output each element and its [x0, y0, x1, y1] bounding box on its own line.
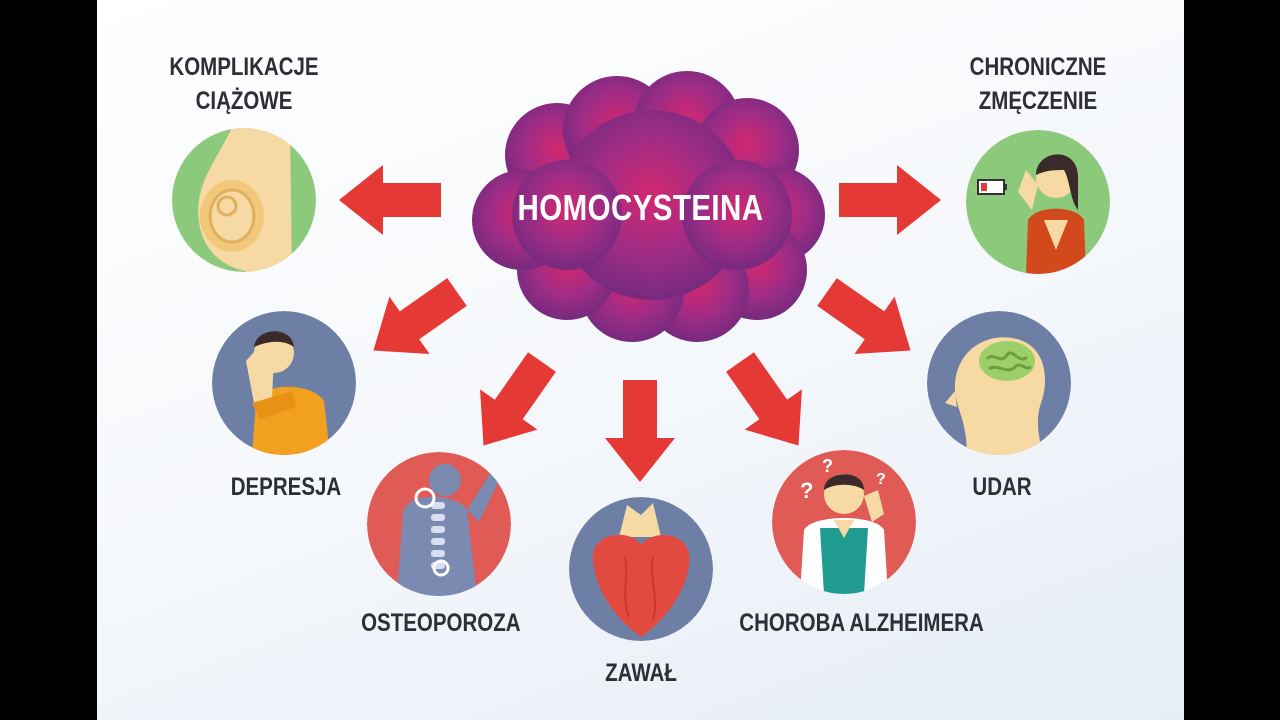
pregnant-belly-icon	[172, 128, 316, 272]
spine-pain-icon	[367, 452, 511, 596]
osteoporosis-label: OSTEOPOROZA	[361, 606, 517, 640]
fatigue-label-line1: CHRONICZNE	[962, 50, 1115, 84]
heart-attack-label: ZAWAŁ	[597, 656, 686, 690]
tired-woman-low-battery-icon	[966, 130, 1110, 274]
center-label: HOMOCYSTEINA	[195, 187, 1086, 229]
pregnancy-label-line2: CIĄŻOWE	[165, 84, 322, 118]
heart-icon	[569, 497, 713, 641]
arrow-to-depression	[353, 263, 477, 379]
stroke-label: UDAR	[961, 470, 1043, 504]
svg-text:?: ?	[800, 478, 813, 503]
chronic-fatigue-label: CHRONICZNE ZMĘCZENIE	[962, 50, 1115, 118]
pregnancy-label-line1: KOMPLIKACJE	[165, 50, 322, 84]
alzheimers-label: CHOROBA ALZHEIMERA	[739, 606, 960, 640]
sad-man-icon	[212, 311, 356, 455]
diagram-canvas: HOMOCYSTEINA KOMPLIKACJE CIĄŻOWE CHRONIC…	[97, 0, 1184, 720]
right-letterbox	[1184, 0, 1280, 720]
depression-label: DEPRESJA	[231, 470, 338, 504]
svg-text:?: ?	[876, 471, 886, 488]
pregnancy-complications-label: KOMPLIKACJE CIĄŻOWE	[165, 50, 322, 118]
left-letterbox	[0, 0, 97, 720]
arrow-to-stroke	[807, 263, 931, 379]
arrow-to-alzheimers	[711, 342, 827, 466]
arrow-to-heart-attack	[605, 380, 675, 482]
fatigue-label-line2: ZMĘCZENIE	[962, 84, 1115, 118]
head-brain-icon	[927, 311, 1071, 455]
confused-man-icon: ? ? ?	[772, 450, 916, 594]
svg-text:?: ?	[822, 456, 833, 476]
arrow-to-osteoporosis	[455, 342, 571, 466]
